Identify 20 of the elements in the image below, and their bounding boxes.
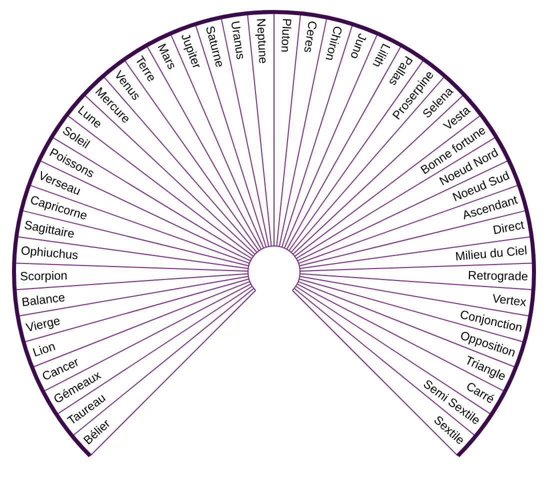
- sector-label: Mars: [154, 41, 180, 72]
- sector-label: Uranus: [228, 20, 248, 60]
- sector-label: Ceres: [301, 20, 320, 54]
- sector-label: Vierge: [24, 314, 62, 335]
- sector-label: Lilith: [370, 41, 394, 70]
- sector-label: Milieu du Ciel: [454, 243, 528, 264]
- sector-label: Pluton: [278, 18, 294, 53]
- sector-label: Chiron: [322, 24, 346, 62]
- sector-label: Lion: [31, 339, 57, 360]
- sector-label: Saturne: [202, 24, 228, 69]
- sector-label: Neptune: [254, 18, 270, 64]
- sector-label: Vertex: [492, 291, 528, 310]
- sector-label: Retrograde: [468, 268, 528, 284]
- sector-label: Sagittaire: [23, 218, 76, 241]
- sector-label: Scorpion: [20, 268, 68, 284]
- sector-label: Direct: [492, 218, 526, 238]
- sector-label: Jupiter: [178, 32, 204, 70]
- sector-label: Balance: [20, 290, 66, 310]
- sector-label: Ophiuchus: [20, 243, 79, 262]
- sector-label: Juno: [347, 32, 370, 61]
